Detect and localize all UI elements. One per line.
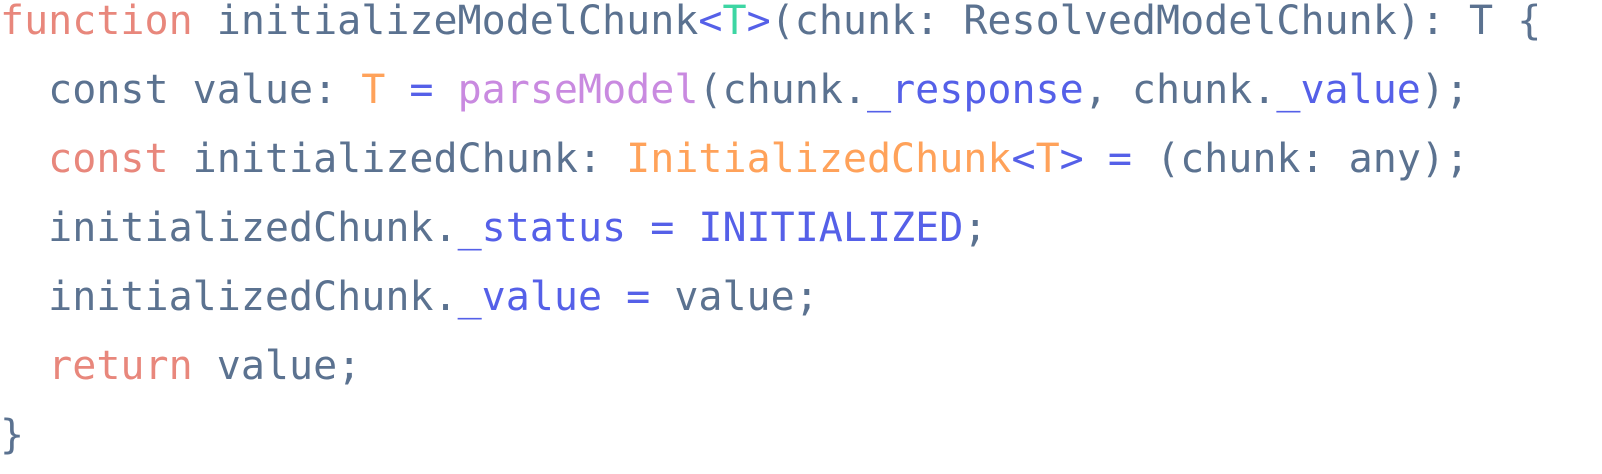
- code-token-default: initializedChunk:: [168, 136, 627, 182]
- code-token-prop: INITIALIZED: [698, 205, 964, 251]
- code-token-prop: >: [746, 0, 771, 44]
- code-token-prop: _response: [866, 67, 1084, 113]
- code-token-type: T: [1035, 136, 1060, 182]
- code-token-default: value;: [674, 274, 819, 320]
- code-token-func: parseModel: [457, 67, 699, 113]
- code-token-default: , chunk.: [1083, 67, 1277, 113]
- code-line: const initializedChunk: InitializedChunk…: [0, 125, 1541, 194]
- code-token-default: [0, 136, 48, 182]
- code-line: function initializeModelChunk<T>(chunk: …: [0, 0, 1541, 56]
- code-line: return value;: [0, 332, 1541, 401]
- code-token-default: }: [0, 412, 25, 458]
- code-token-type: InitializedChunk: [626, 136, 1012, 182]
- code-token-default: value;: [192, 343, 362, 389]
- code-token-keyword: function: [0, 0, 193, 44]
- code-token-prop: =: [626, 205, 699, 251]
- code-token-prop: >: [1059, 136, 1084, 182]
- code-token-type-param: T: [722, 0, 747, 44]
- code-token-prop: _value: [1276, 67, 1421, 113]
- code-token-default: ;: [963, 205, 988, 251]
- code-token-default: initializedChunk.: [0, 274, 458, 320]
- code-token-default: (chunk.: [698, 67, 867, 113]
- code-token-type: T: [361, 67, 386, 113]
- code-token-keyword: const: [48, 136, 169, 182]
- code-token-default: initializedChunk.: [0, 205, 458, 251]
- code-token-prop: <: [1011, 136, 1036, 182]
- code-token-default: (chunk: ResolvedModelChunk): T {: [770, 0, 1542, 44]
- code-token-keyword: return: [48, 343, 193, 389]
- code-token-prop: =: [602, 274, 675, 320]
- code-token-default: initializeModelChunk: [192, 0, 699, 44]
- code-token-default: [0, 343, 48, 389]
- code-line: }: [0, 401, 1541, 470]
- code-token-prop: =: [1083, 136, 1156, 182]
- code-token-prop: =: [385, 67, 458, 113]
- code-line: initializedChunk._value = value;: [0, 263, 1541, 332]
- code-token-default: const value:: [0, 67, 362, 113]
- code-token-default: );: [1420, 67, 1470, 113]
- code-block: function initializeModelChunk<T>(chunk: …: [0, 0, 1541, 470]
- code-line: const value: T = parseModel(chunk._respo…: [0, 56, 1541, 125]
- code-token-prop: _status: [457, 205, 627, 251]
- code-token-prop: _value: [457, 274, 603, 320]
- code-token-prop: <: [698, 0, 723, 44]
- code-line: initializedChunk._status = INITIALIZED;: [0, 194, 1541, 263]
- code-token-default: (chunk: any);: [1156, 136, 1470, 182]
